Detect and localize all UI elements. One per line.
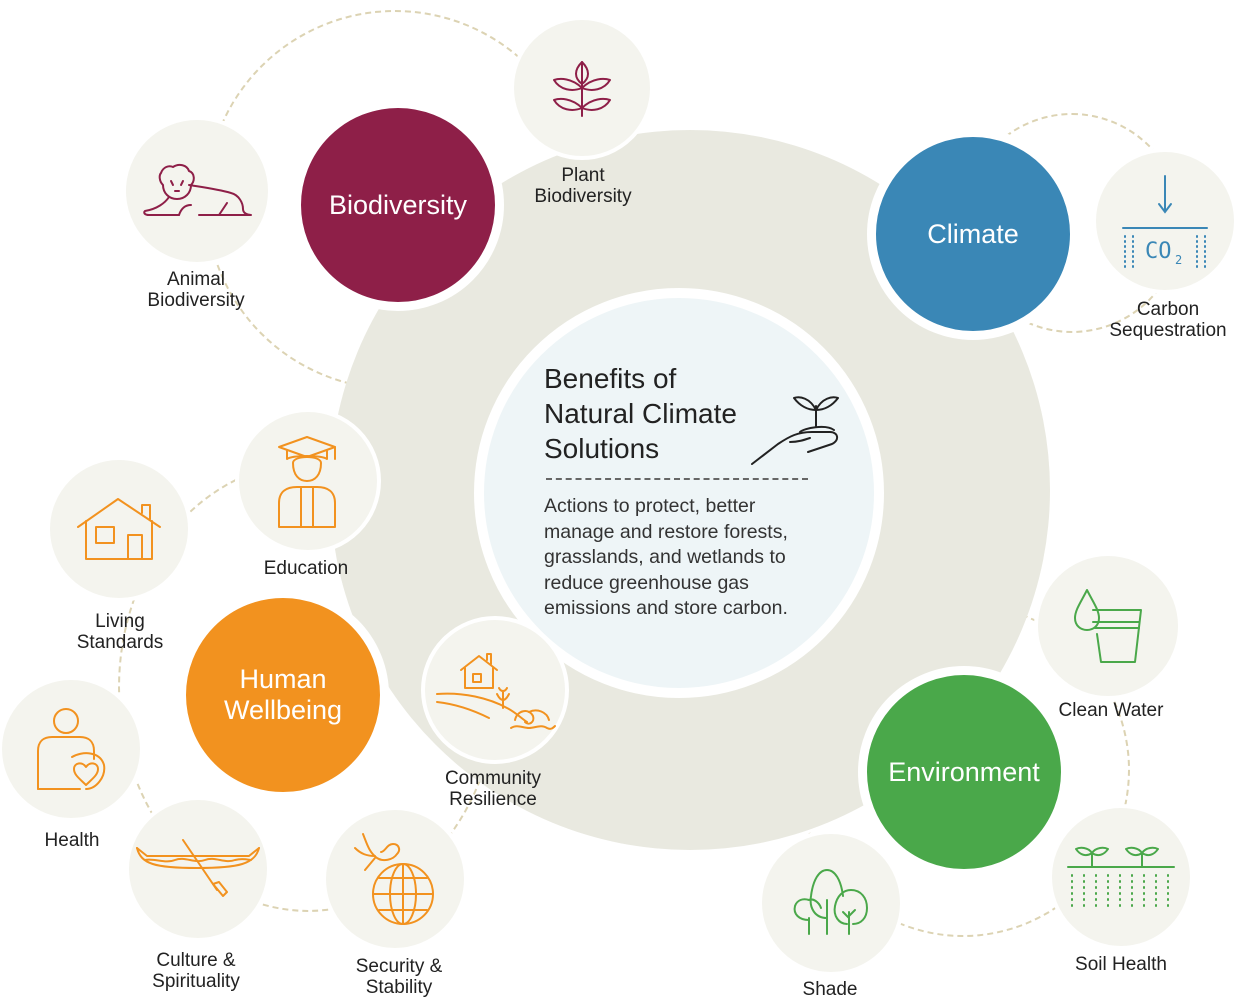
svg-text:CO: CO	[1145, 239, 1172, 264]
hub-label-line: Human	[239, 664, 327, 694]
label-line: Resilience	[449, 789, 537, 810]
label-line: Sequestration	[1109, 320, 1227, 341]
co2-icon: CO 2	[1122, 175, 1208, 271]
water-glass-icon	[1074, 589, 1142, 663]
security-stability-label: Security & Stability	[356, 956, 443, 998]
plant-biodiversity-node	[510, 16, 654, 160]
shade-label: Shade	[803, 979, 858, 1000]
description-line: emissions and store carbon.	[544, 597, 788, 619]
dove-globe-icon	[354, 833, 434, 925]
community-resilience-label: Community Resilience	[445, 768, 541, 810]
climate-hub-label: Climate	[927, 219, 1019, 250]
person-heart-icon	[37, 708, 106, 790]
hub-label-line: Environment	[888, 756, 1040, 787]
label-line: Culture &	[156, 950, 236, 971]
label-line: Education	[263, 558, 349, 579]
human-wellbeing-hub: Human Wellbeing	[177, 589, 389, 801]
education-label: Education	[264, 558, 349, 579]
lion-icon	[143, 163, 252, 216]
living-standards-label: Living Standards	[77, 611, 164, 653]
center-title-line: Solutions	[544, 433, 660, 464]
security-stability-node	[322, 806, 468, 952]
label-line: Clean Water	[1058, 700, 1164, 721]
environment-hub: Environment	[858, 666, 1070, 878]
clean-water-node	[1034, 552, 1182, 700]
center-circle	[474, 288, 884, 698]
center-description: Actions to protect, better manage and re…	[544, 494, 788, 622]
carbon-sequestration-label: Carbon Sequestration	[1109, 299, 1226, 341]
education-node	[235, 408, 381, 554]
label-line: Plant	[561, 165, 605, 186]
label-line: Standards	[76, 632, 164, 653]
house-on-coast-icon	[436, 653, 556, 730]
label-line: Animal	[166, 269, 226, 290]
label-line: Spirituality	[152, 971, 240, 992]
canoe-icon	[136, 839, 260, 897]
sprouts-soil-icon	[1067, 846, 1175, 908]
soil-health-node	[1048, 804, 1194, 950]
soil-health-label: Soil Health	[1075, 954, 1167, 975]
graduate-icon	[278, 436, 336, 528]
living-standards-node	[46, 456, 192, 602]
label-line: Community	[444, 768, 542, 789]
clean-water-label: Clean Water	[1059, 700, 1164, 721]
label-line: Biodiversity	[147, 290, 245, 311]
health-label: Health	[45, 830, 100, 851]
center-title: Benefits of Natural Climate Solutions	[544, 361, 737, 466]
center-divider	[546, 478, 808, 480]
label-line: Shade	[802, 979, 858, 1000]
plant-icon	[553, 61, 611, 117]
description-line: reduce greenhouse gas	[544, 571, 749, 594]
label-line: Biodiversity	[534, 186, 632, 207]
description-line: grasslands, and wetlands to	[544, 546, 786, 568]
shade-node	[758, 830, 904, 976]
house-icon	[77, 498, 161, 560]
label-line: Health	[44, 830, 100, 851]
human-wellbeing-hub-label: Human Wellbeing	[224, 664, 342, 726]
climate-hub: Climate	[867, 128, 1079, 340]
label-line: Soil Health	[1075, 954, 1167, 975]
label-line: Security &	[355, 956, 443, 977]
svg-text:2: 2	[1175, 253, 1182, 267]
description-line: Actions to protect, better	[544, 495, 756, 517]
health-node	[0, 676, 144, 822]
animal-biodiversity-label: Animal Biodiversity	[147, 269, 244, 311]
hand-holding-seedling-icon	[751, 396, 839, 465]
label-line: Living	[95, 611, 145, 632]
label-line: Stability	[365, 977, 433, 998]
culture-spirituality-node	[125, 796, 271, 942]
biodiversity-hub: Biodiversity	[292, 99, 504, 311]
hub-label-line: Wellbeing	[223, 695, 343, 725]
biodiversity-hub-label: Biodiversity	[329, 190, 467, 221]
trees-icon	[793, 869, 868, 935]
environment-hub-label: Environment	[888, 757, 1040, 788]
culture-spirituality-label: Culture & Spirituality	[152, 950, 240, 992]
carbon-sequestration-node: CO 2	[1092, 148, 1236, 294]
description-line: manage and restore forests,	[544, 520, 788, 543]
center-title-line: Benefits of	[544, 363, 677, 394]
community-resilience-node	[421, 616, 569, 764]
label-line: Carbon	[1136, 299, 1200, 320]
hub-label-line: Biodiversity	[328, 189, 468, 220]
plant-biodiversity-label: Plant Biodiversity	[534, 165, 631, 207]
animal-biodiversity-node	[122, 116, 272, 266]
hub-label-line: Climate	[927, 218, 1019, 249]
center-title-line: Natural Climate	[544, 398, 737, 429]
